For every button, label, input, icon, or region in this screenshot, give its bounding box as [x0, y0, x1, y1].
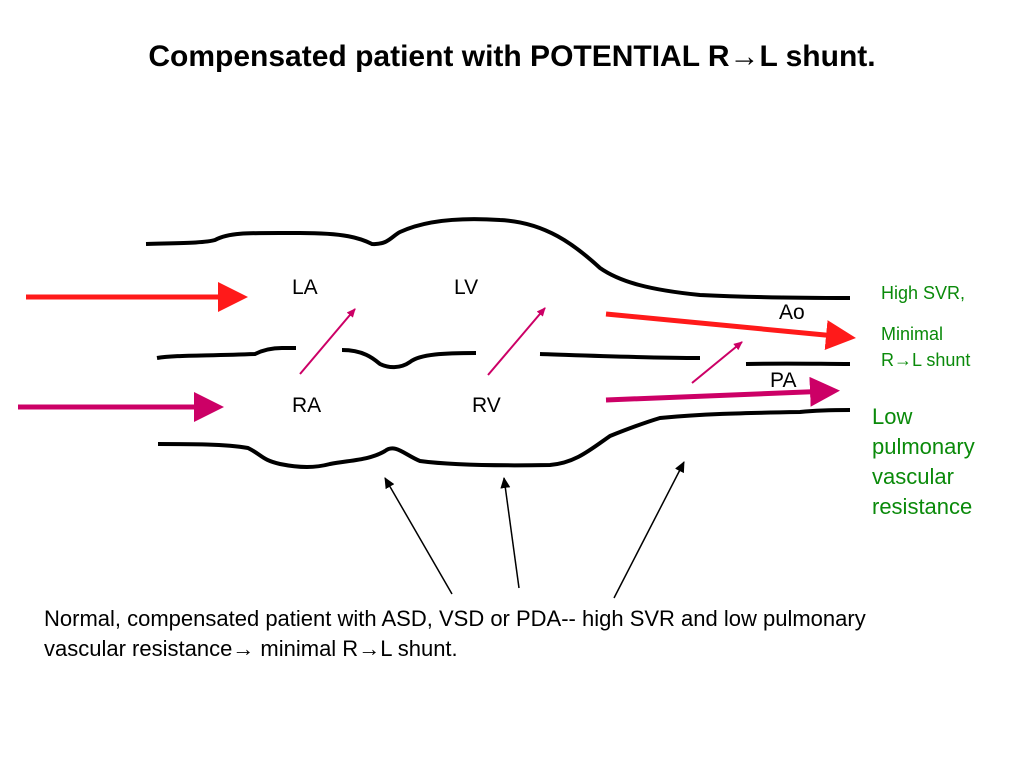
asd-shunt-arrow: [299, 308, 356, 375]
annotation-shunt: R→L shunt: [881, 350, 971, 370]
pointer-arrow-vsd: [500, 477, 520, 589]
annotation-high-svr: High SVR,: [881, 283, 966, 303]
label-ra: RA: [292, 394, 322, 417]
pointer-arrow-pda: [613, 461, 685, 599]
label-pa: PA: [770, 369, 797, 392]
vsd-shunt-arrow: [487, 307, 546, 376]
annotation-minimal: Minimal: [881, 324, 944, 344]
pa-outflow-arrow: [605, 376, 840, 407]
bottom-outline: [157, 408, 851, 469]
aorta-outflow-arrow: [605, 311, 856, 351]
label-lv: LV: [454, 276, 479, 299]
label-la: LA: [292, 276, 318, 299]
septum-mid: [341, 348, 477, 370]
annotation-low-pvr: Low pulmonary vascular resistance: [872, 404, 975, 519]
caption: Normal, compensated patient with ASD, VS…: [44, 606, 866, 661]
slide-title: Compensated patient with POTENTIAL R→L s…: [148, 40, 876, 73]
septum-left: [156, 346, 296, 360]
label-ao: Ao: [779, 301, 805, 324]
pda-shunt-arrow: [691, 341, 743, 384]
label-rv: RV: [472, 394, 501, 417]
top-outline: [145, 217, 851, 300]
septum-right: [539, 352, 701, 360]
pointer-arrow-asd: [384, 477, 453, 595]
